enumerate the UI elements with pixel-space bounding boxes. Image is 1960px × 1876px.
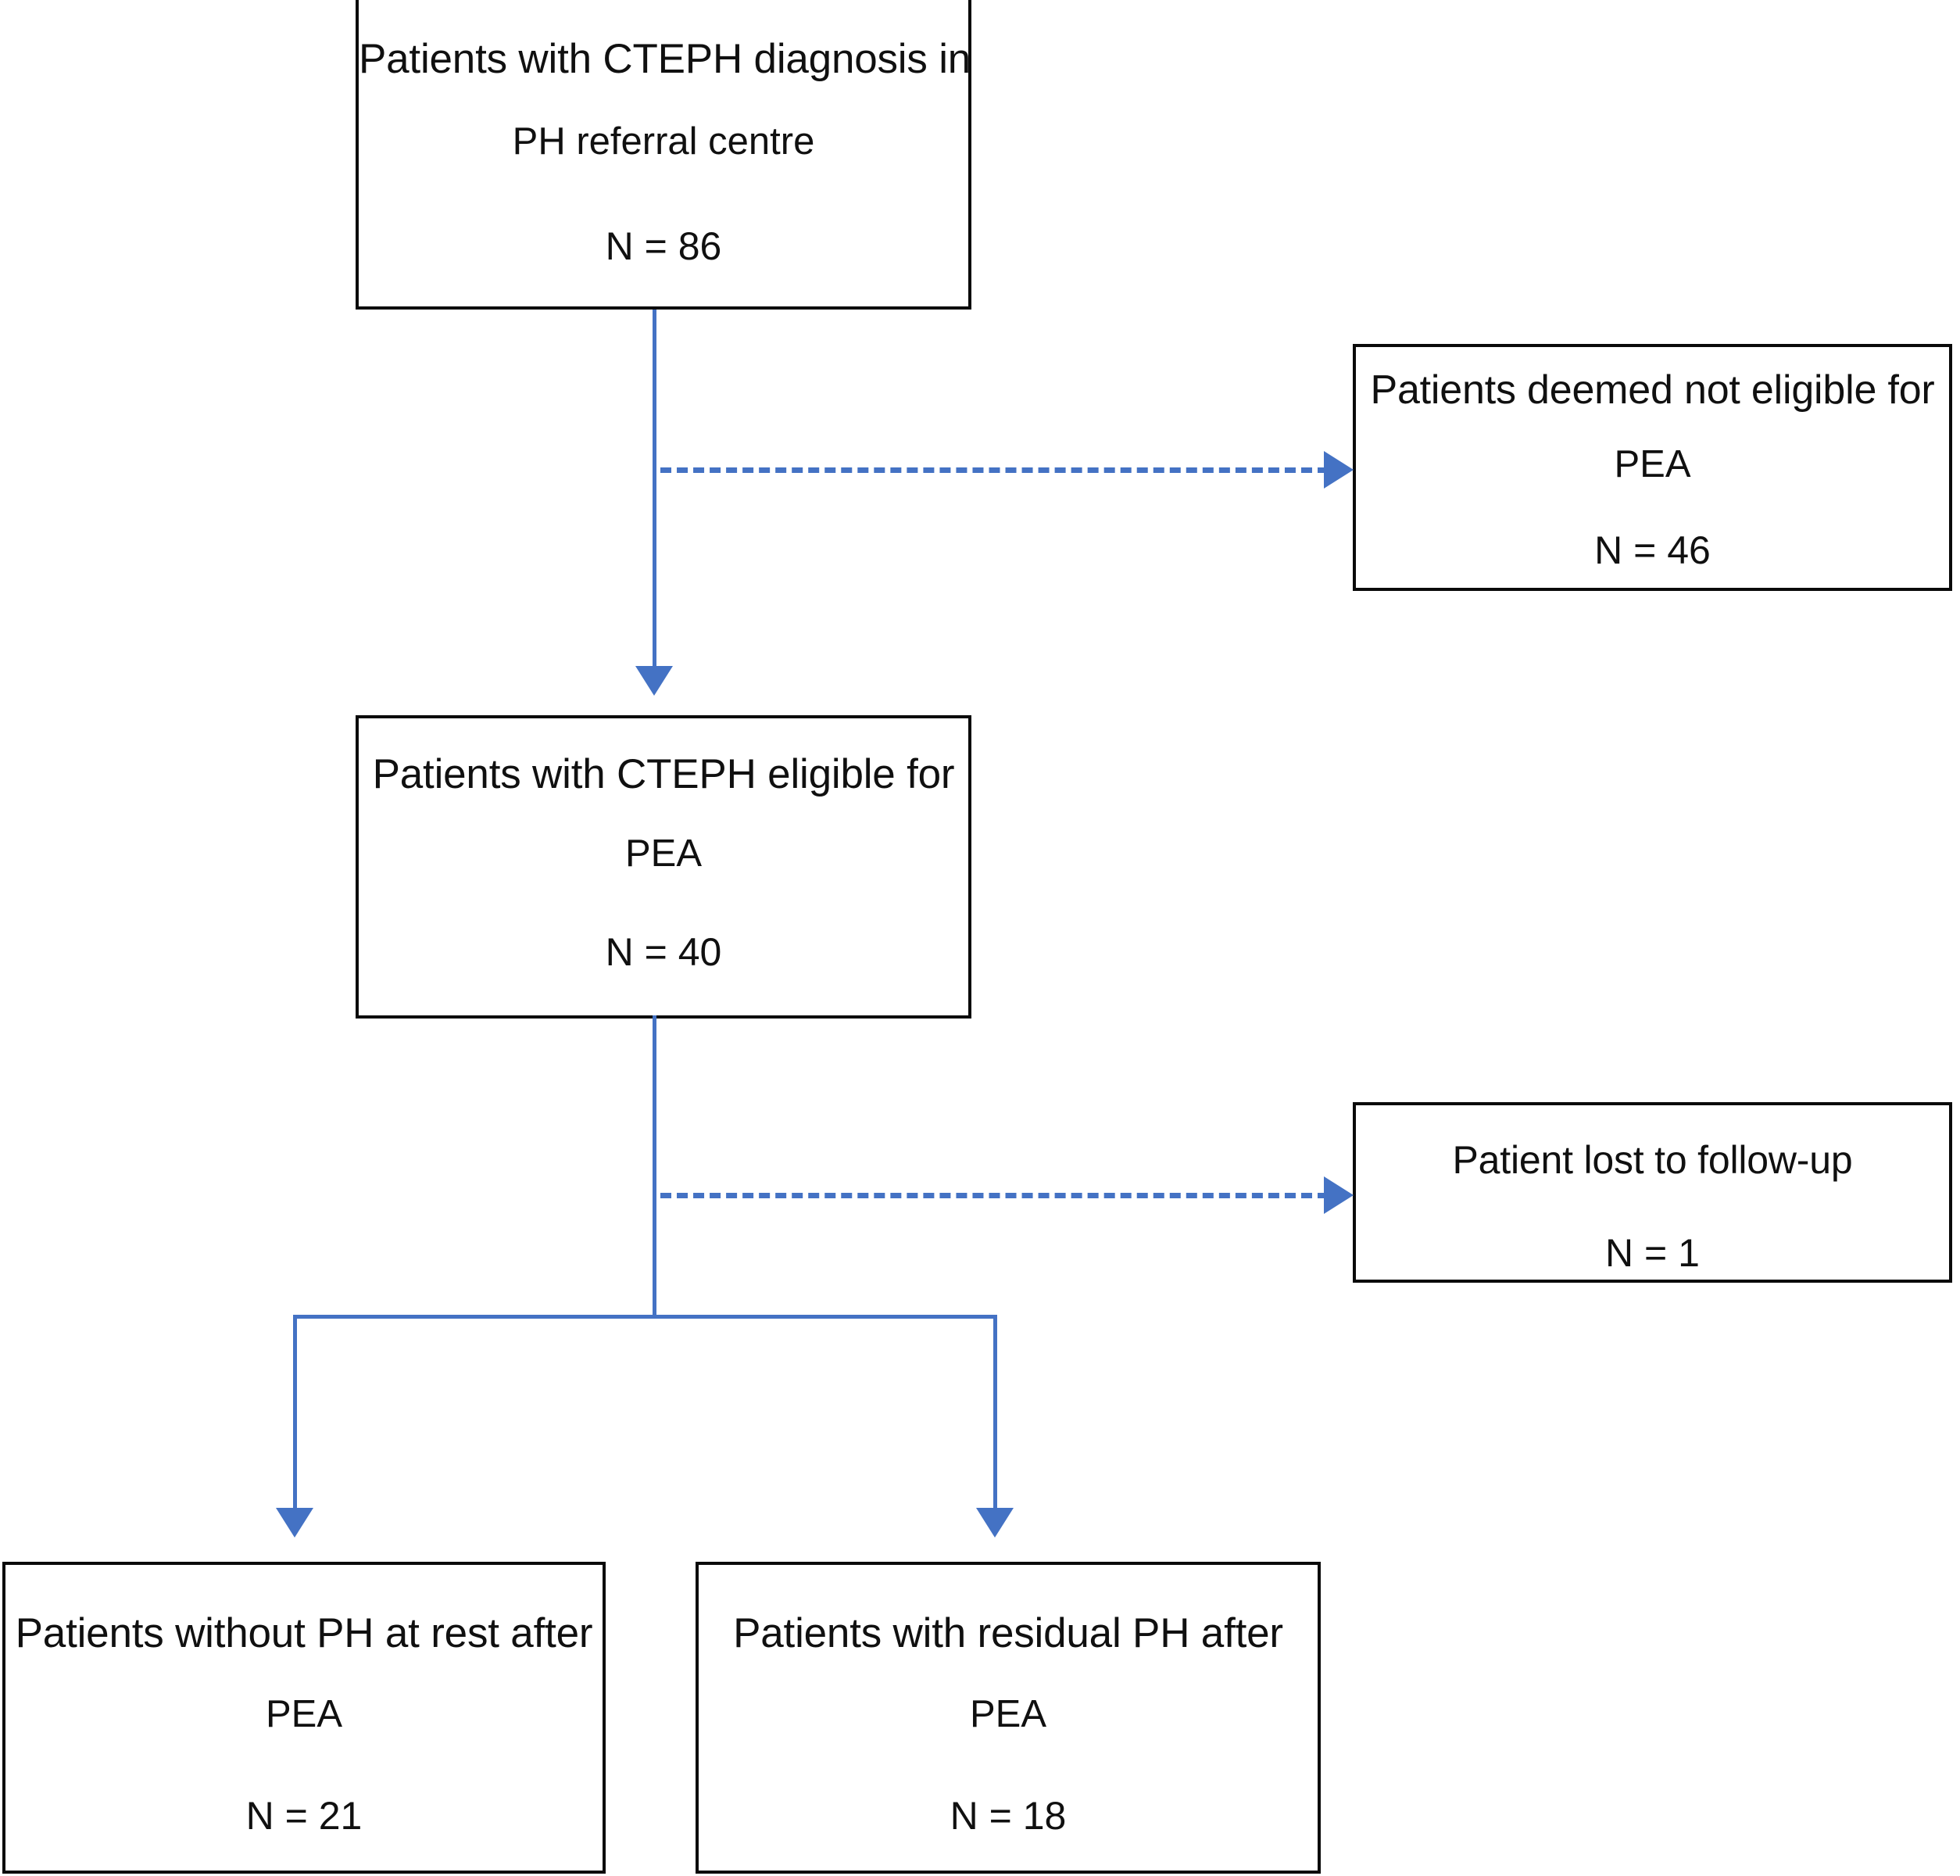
node-not-eligible-for-pea: Patients deemed not eligible for PEA N =… <box>1353 344 1952 591</box>
node-count: N = 21 <box>245 1794 363 1838</box>
edge-screened-to-not-eligible-stem <box>660 467 1329 473</box>
edge-branch-to-no-ph-stem <box>293 1315 297 1513</box>
node-subtitle: PEA <box>624 832 703 875</box>
node-subtitle: PEA <box>265 1692 343 1735</box>
node-count: N = 46 <box>1594 528 1711 573</box>
node-title: Patient lost to follow-up <box>1452 1138 1853 1182</box>
node-title: Patients with CTEPH diagnosis in <box>359 36 971 82</box>
node-subtitle: PH referral centre <box>512 120 815 163</box>
node-eligible-for-pea: Patients with CTEPH eligible for PEA N =… <box>356 715 971 1019</box>
node-cteph-diagnosis: Patients with CTEPH diagnosis in PH refe… <box>356 0 971 310</box>
edge-branch-bus <box>293 1315 997 1319</box>
node-without-ph-at-rest: Patients without PH at rest after PEA N … <box>2 1562 606 1874</box>
edge-eligible-to-lost-stem <box>660 1193 1329 1198</box>
node-count: N = 18 <box>950 1794 1067 1838</box>
edge-branch-to-no-ph-arrowhead <box>276 1508 313 1538</box>
edge-screened-to-eligible-arrowhead <box>635 666 673 696</box>
node-title: Patients with CTEPH eligible for <box>372 751 955 797</box>
edge-branch-to-residual-ph-arrowhead <box>976 1508 1014 1538</box>
edge-screened-to-not-eligible-arrowhead <box>1324 451 1354 489</box>
node-count: N = 40 <box>605 930 722 975</box>
node-count: N = 86 <box>605 224 722 269</box>
node-residual-ph: Patients with residual PH after PEA N = … <box>696 1562 1321 1874</box>
edge-screened-to-eligible-stem <box>653 310 656 671</box>
node-title: Patients with residual PH after <box>733 1610 1283 1656</box>
node-lost-to-follow-up: Patient lost to follow-up N = 1 <box>1353 1102 1952 1283</box>
node-subtitle: PEA <box>1614 442 1691 485</box>
edge-branch-to-residual-ph-stem <box>993 1315 997 1513</box>
node-title: Patients without PH at rest after <box>15 1610 593 1656</box>
node-count: N = 1 <box>1605 1230 1700 1275</box>
edge-eligible-to-lost-arrowhead <box>1324 1176 1354 1214</box>
edge-eligible-stem <box>653 1015 656 1319</box>
node-title: Patients deemed not eligible for <box>1370 367 1935 413</box>
node-subtitle: PEA <box>969 1692 1047 1735</box>
